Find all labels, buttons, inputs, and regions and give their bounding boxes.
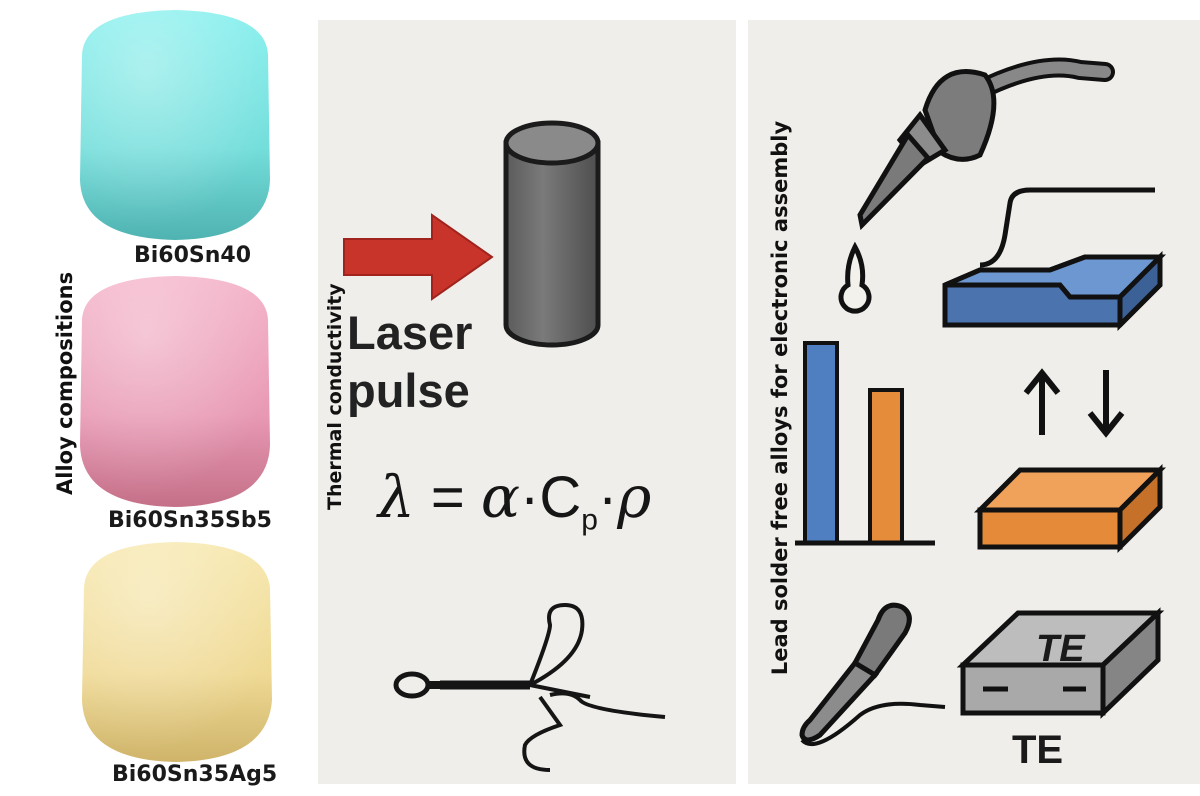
laser-pulse-text: Laser pulse (347, 304, 547, 420)
soldering-nozzle-icon (838, 57, 1115, 314)
orange-plate-icon (973, 463, 1167, 554)
alloy-label-bi60sn35ag5: Bi60Sn35Ag5 (112, 762, 278, 787)
formula-dot-1: · (520, 465, 540, 530)
laser-text-line1: Laser (347, 306, 473, 359)
formula-sub-p: p (581, 503, 598, 537)
alloy-blob-yellow (82, 542, 272, 762)
formula-c: C (539, 465, 582, 530)
alloy-compositions-axis-label: Alloy compositions (53, 271, 77, 495)
formula-rho: ρ (617, 463, 652, 531)
laser-text-line2: pulse (347, 364, 470, 417)
cylinder-sample-icon (503, 120, 601, 348)
alloy-blob-pink (80, 276, 270, 507)
soldering-iron-icon (799, 602, 946, 746)
te-module-icon (956, 607, 1165, 719)
bar-chart-icon (795, 341, 935, 546)
thermocouple-probe-icon (393, 602, 666, 772)
alloy-blob-cyan (80, 10, 270, 240)
formula-lambda: λ (378, 463, 415, 531)
formula-equals: = (414, 465, 481, 530)
alloy-label-bi60sn35sb5: Bi60Sn35Sb5 (108, 508, 272, 533)
thermal-conductivity-formula: λ = α·Cp·ρ (378, 463, 651, 538)
alloy-label-bi60sn40: Bi60Sn40 (134, 243, 252, 268)
te-module-label: TE (1036, 628, 1085, 670)
thermal-conductivity-axis-label: Thermal conductivity (324, 283, 346, 510)
te-caption: TE (1012, 728, 1064, 772)
reflow-curve-plate-icon (942, 187, 1167, 332)
up-down-arrows-icon (1023, 368, 1125, 438)
laser-arrow-icon (343, 213, 494, 301)
alloy-swatches (80, 10, 272, 762)
formula-alpha: α (480, 463, 521, 531)
formula-dot-2: · (597, 465, 618, 530)
